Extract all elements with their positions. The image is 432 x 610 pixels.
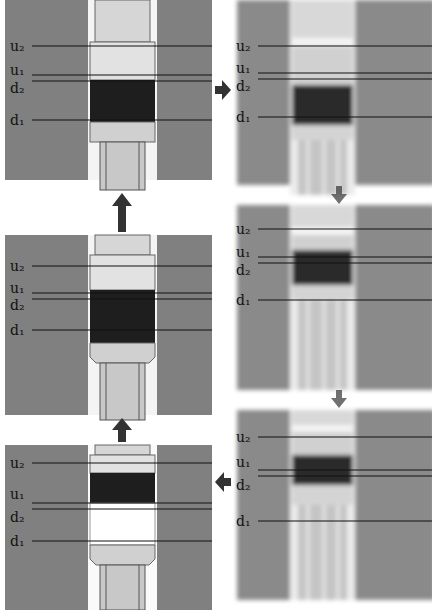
level-label: d₂ bbox=[10, 80, 25, 96]
level-label: u₁ bbox=[236, 60, 251, 76]
level-label: u₁ bbox=[10, 62, 25, 78]
die-section bbox=[5, 235, 212, 420]
level-label: d₂ bbox=[236, 78, 251, 94]
level-label: d₁ bbox=[10, 533, 25, 549]
level-label: u₁ bbox=[10, 280, 25, 296]
level-label: d₁ bbox=[10, 112, 25, 128]
level-label: u₂ bbox=[10, 258, 25, 274]
blurred-section bbox=[237, 410, 432, 600]
level-lines bbox=[32, 46, 432, 541]
die-section bbox=[5, 0, 212, 190]
die-section bbox=[5, 445, 212, 610]
level-label: u₁ bbox=[236, 454, 251, 470]
level-label: d₁ bbox=[236, 292, 251, 308]
level-label: u₂ bbox=[10, 455, 25, 471]
blurred-section bbox=[237, 0, 432, 195]
level-label: d₂ bbox=[236, 477, 251, 493]
level-label: d₂ bbox=[10, 297, 25, 313]
level-label: d₁ bbox=[236, 513, 251, 529]
level-label: u₁ bbox=[236, 244, 251, 260]
level-label: u₂ bbox=[10, 38, 25, 54]
level-label: u₂ bbox=[236, 221, 251, 237]
level-label: u₂ bbox=[236, 429, 251, 445]
level-label: d₁ bbox=[236, 109, 251, 125]
level-label: d₁ bbox=[10, 322, 25, 338]
blurred-section bbox=[237, 205, 432, 390]
level-label: d₂ bbox=[236, 262, 251, 278]
level-label: d₂ bbox=[10, 509, 25, 525]
level-label: u₁ bbox=[10, 486, 25, 502]
level-label: u₂ bbox=[236, 38, 251, 54]
flow-arrows bbox=[112, 80, 347, 492]
